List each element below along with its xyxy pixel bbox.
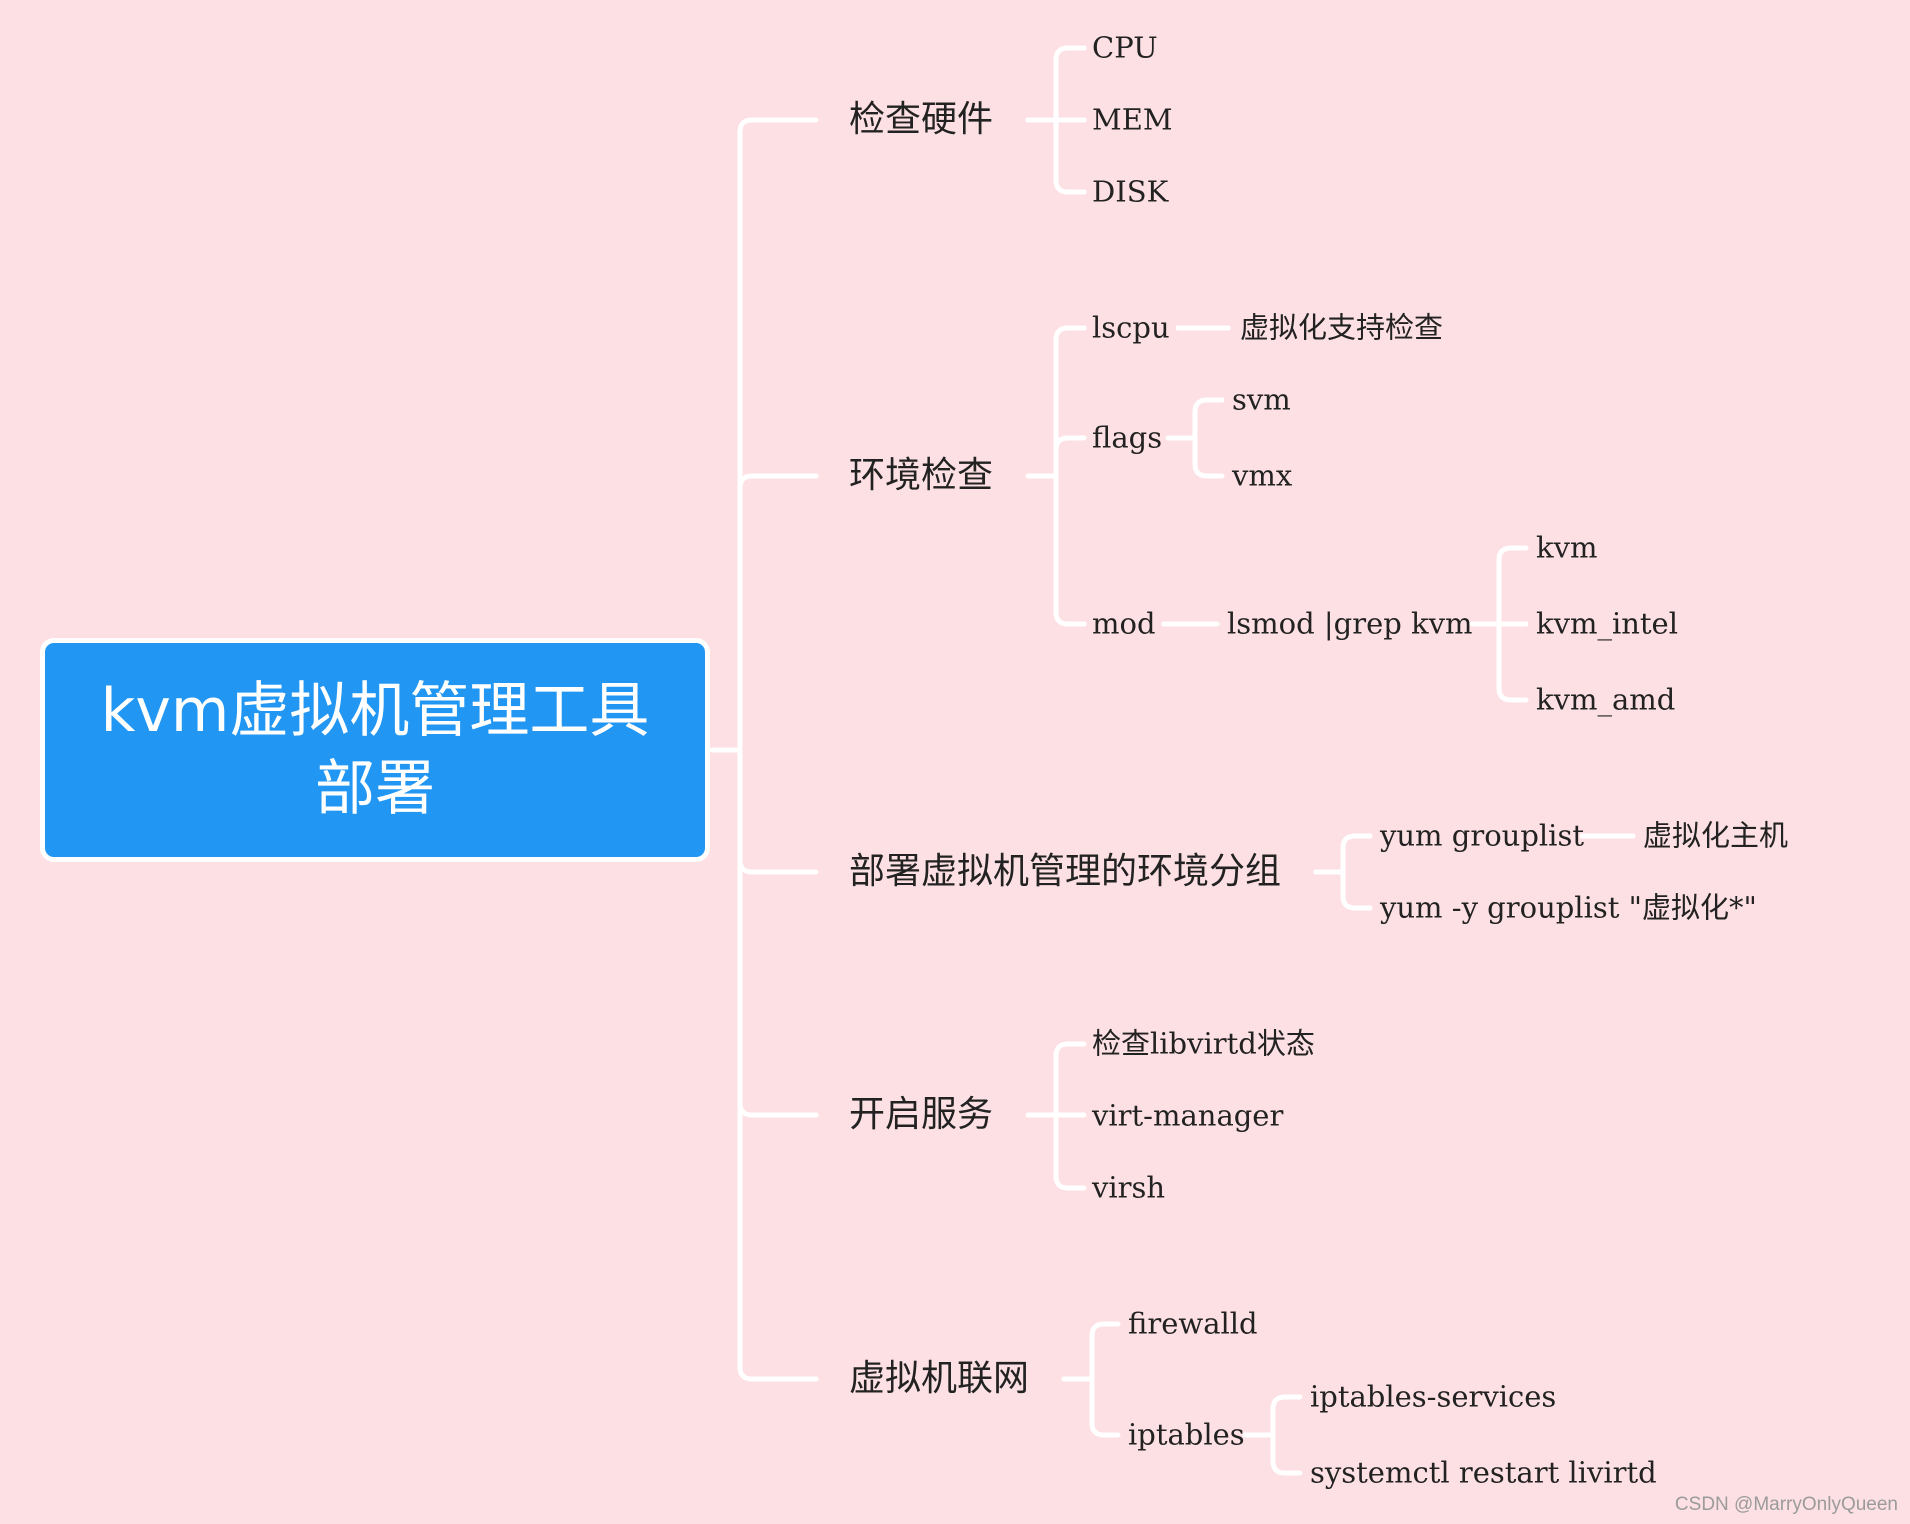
connector-lsmod-0 [1496,545,1529,627]
node-kvm-intel[interactable]: kvm_intel [1536,606,1678,641]
node-yum-install-group[interactable]: yum -y grouplist "虚拟化*" [1380,890,1757,925]
node-lsmod-grep-kvm[interactable]: lsmod |grep kvm [1227,606,1473,641]
connector-root-branch-3 [737,747,819,1118]
node-disk[interactable]: DISK [1092,174,1169,209]
connector-root-branch-0 [737,117,819,753]
node-kvm[interactable]: kvm [1536,530,1598,565]
connector-flags-0 [1192,397,1225,441]
connector-iptables-1 [1270,1432,1303,1476]
branch-vm-network[interactable]: 虚拟机联网 [849,1358,1030,1399]
root-title: kvm虚拟机管理工具部署 [100,676,650,824]
node-vmx[interactable]: vmx [1232,458,1293,493]
connector-hw-2 [1053,117,1087,195]
root-node[interactable]: kvm虚拟机管理工具部署 [40,638,710,862]
node-virt-host[interactable]: 虚拟化主机 [1643,818,1789,853]
node-kvm-amd[interactable]: kvm_amd [1536,682,1676,717]
node-lscpu[interactable]: lscpu [1092,310,1170,345]
connector-deploy-1 [1340,869,1373,911]
branch-check-hardware[interactable]: 检查硬件 [849,99,994,140]
connector-env-1 [1053,435,1087,479]
connector-env-0 [1053,325,1087,479]
node-virsh[interactable]: virsh [1092,1170,1166,1205]
connector-svc-2 [1053,1112,1087,1191]
node-mod[interactable]: mod [1092,606,1156,641]
branch-deploy-group[interactable]: 部署虚拟机管理的环境分组 [849,851,1282,892]
connector-net-1 [1089,1376,1121,1438]
connector-deploy-0 [1340,833,1373,875]
connector-hw-0 [1053,45,1087,123]
node-check-libvirtd[interactable]: 检查libvirtd状态 [1092,1026,1315,1061]
connector-env-2 [1053,473,1087,627]
branch-start-services[interactable]: 开启服务 [849,1094,994,1135]
watermark: CSDN @MarryOnlyQueen [1674,1494,1898,1515]
node-virt-manager[interactable]: virt-manager [1092,1098,1284,1133]
node-virt-support-check[interactable]: 虚拟化支持检查 [1240,310,1444,345]
connector-net-0 [1089,1321,1121,1382]
branch-env-check[interactable]: 环境检查 [849,455,994,496]
connector-root-branch-2 [737,747,819,875]
connector-flags-1 [1192,435,1225,479]
connector-iptables-0 [1270,1394,1303,1438]
node-cpu[interactable]: CPU [1092,30,1158,65]
node-iptables[interactable]: iptables [1128,1417,1245,1452]
node-flags[interactable]: flags [1092,420,1163,455]
node-mem[interactable]: MEM [1092,102,1173,137]
connector-svc-0 [1053,1041,1087,1118]
node-systemctl-restart[interactable]: systemctl restart livirtd [1310,1455,1657,1490]
node-firewalld[interactable]: firewalld [1128,1306,1258,1341]
node-iptables-services[interactable]: iptables-services [1310,1379,1557,1414]
node-svm[interactable]: svm [1232,382,1291,417]
connector-root-branch-4 [737,747,819,1382]
connector-root-branch-1 [737,473,819,753]
connector-lsmod-2 [1496,621,1529,703]
node-yum-grouplist[interactable]: yum grouplist [1380,818,1584,853]
